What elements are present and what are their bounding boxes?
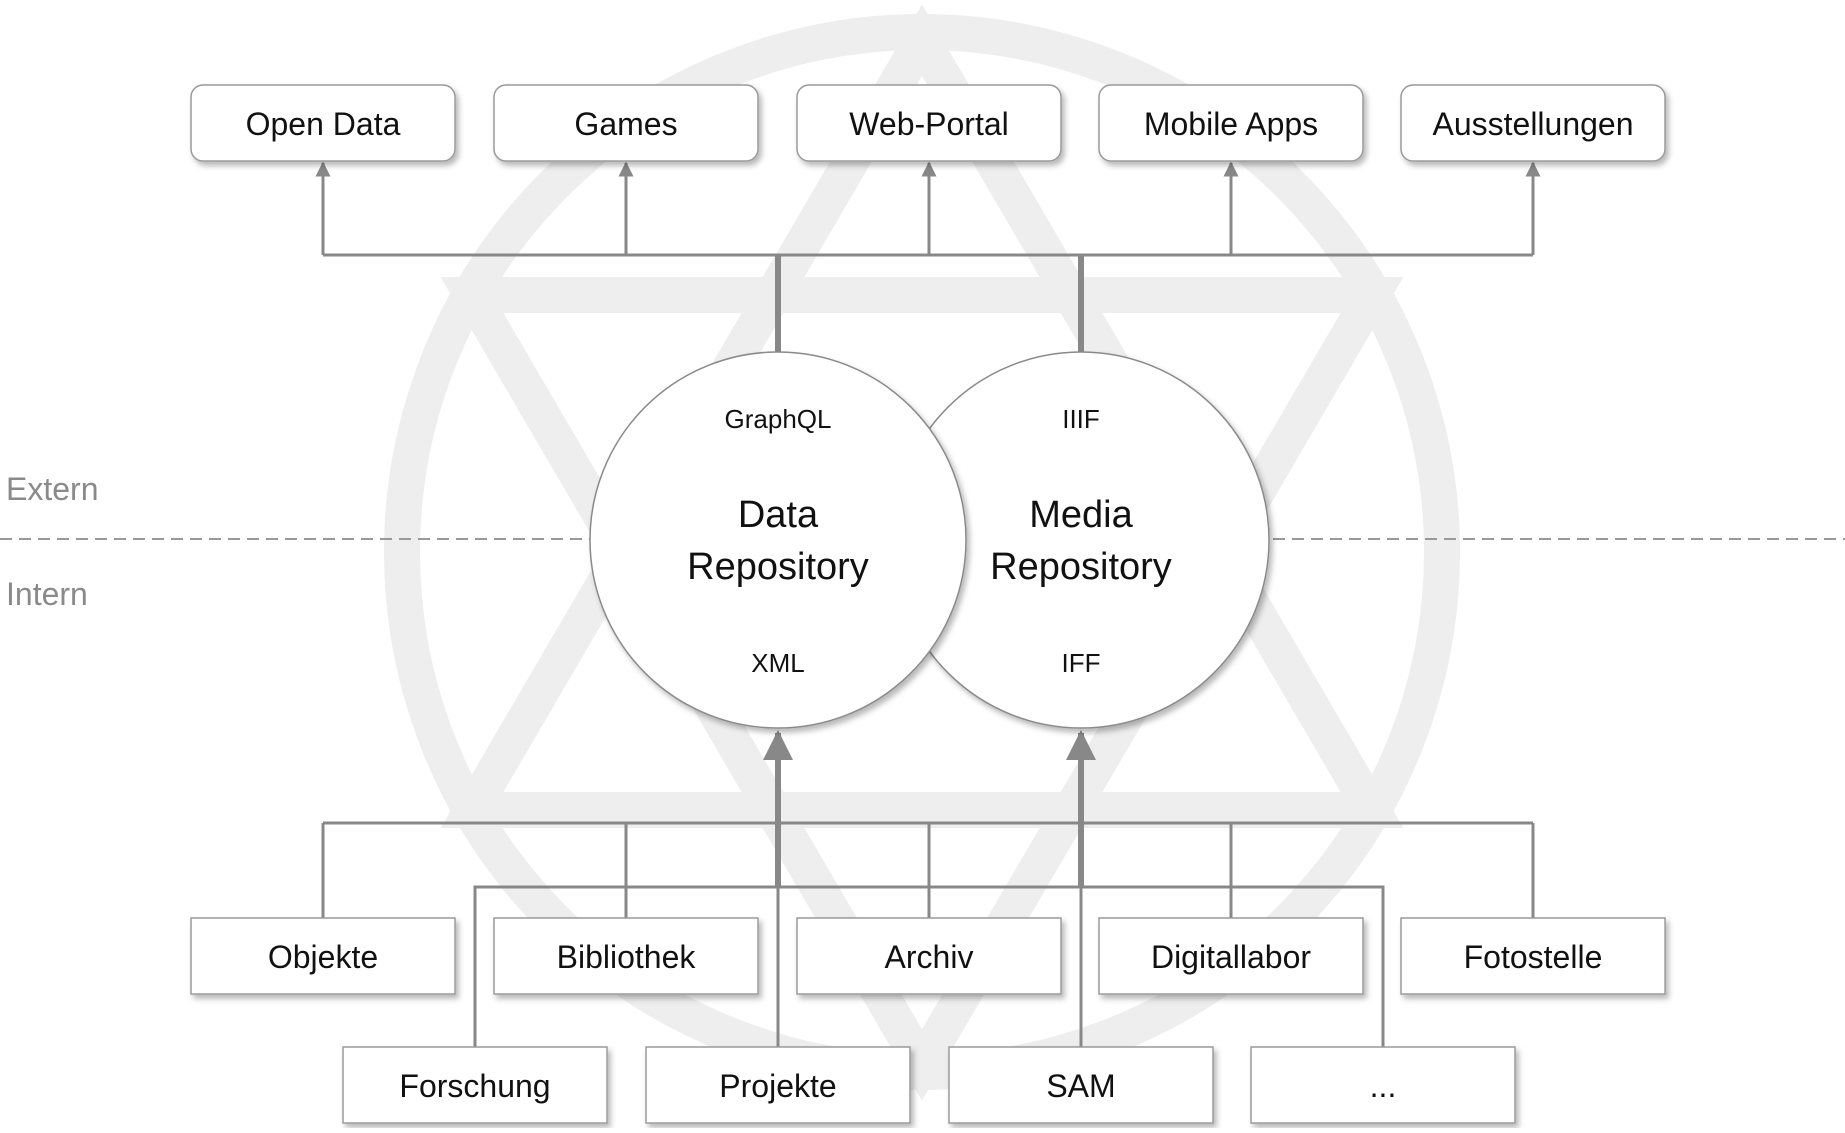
output-box-open-data: Open Data	[190, 84, 456, 162]
output-connectors	[315, 161, 1541, 352]
source-box-forschung: Forschung	[342, 1046, 608, 1124]
output-label: Ausstellungen	[1432, 106, 1633, 142]
data-repository: GraphQL Data Repository XML	[589, 351, 967, 729]
output-label: Mobile Apps	[1144, 106, 1318, 142]
data-bottom-protocol: XML	[751, 648, 804, 678]
source-label: Digitallabor	[1151, 939, 1311, 975]
output-label: Web-Portal	[849, 106, 1008, 142]
source-label: ...	[1370, 1068, 1397, 1104]
source-label: Objekte	[268, 939, 378, 975]
data-top-protocol: GraphQL	[725, 404, 832, 434]
output-box-ausstellungen: Ausstellungen	[1400, 84, 1666, 162]
data-title-line1: Data	[738, 494, 819, 536]
source-box-archiv: Archiv	[796, 917, 1062, 995]
source-box-bibliothek: Bibliothek	[493, 917, 759, 995]
source-label: Fotostelle	[1464, 939, 1603, 975]
media-title-line2: Repository	[990, 546, 1172, 588]
source-row-2: Forschung Projekte SAM ...	[342, 1046, 1516, 1124]
media-repository: IIIF Media Repository IFF	[892, 351, 1270, 729]
source-label: Archiv	[885, 939, 974, 975]
extern-label: Extern	[6, 471, 98, 507]
source-box-digitallabor: Digitallabor	[1098, 917, 1364, 995]
media-top-protocol: IIIF	[1062, 404, 1100, 434]
source-box-fotostelle: Fotostelle	[1400, 917, 1666, 995]
source-box-projekte: Projekte	[645, 1046, 911, 1124]
media-bottom-protocol: IFF	[1062, 648, 1101, 678]
data-title-line2: Repository	[687, 546, 869, 588]
output-box-web-portal: Web-Portal	[796, 84, 1062, 162]
source-label: SAM	[1046, 1068, 1115, 1104]
source-label: Projekte	[719, 1068, 836, 1104]
source-connectors	[321, 730, 1535, 1047]
source-box-objekte: Objekte	[190, 917, 456, 995]
output-row: Open Data Games Web-Portal Mobile Apps A…	[190, 84, 1666, 162]
source-box-sam: SAM	[948, 1046, 1214, 1124]
output-label: Games	[574, 106, 677, 142]
source-label: Forschung	[399, 1068, 550, 1104]
output-box-mobile-apps: Mobile Apps	[1098, 84, 1364, 162]
output-label: Open Data	[246, 106, 401, 142]
media-title-line1: Media	[1029, 494, 1133, 536]
source-label: Bibliothek	[557, 939, 697, 975]
intern-label: Intern	[6, 576, 88, 612]
source-box-more: ...	[1250, 1046, 1516, 1124]
output-box-games: Games	[493, 84, 759, 162]
source-row-1: Objekte Bibliothek Archiv Digitallabor F…	[190, 917, 1666, 995]
